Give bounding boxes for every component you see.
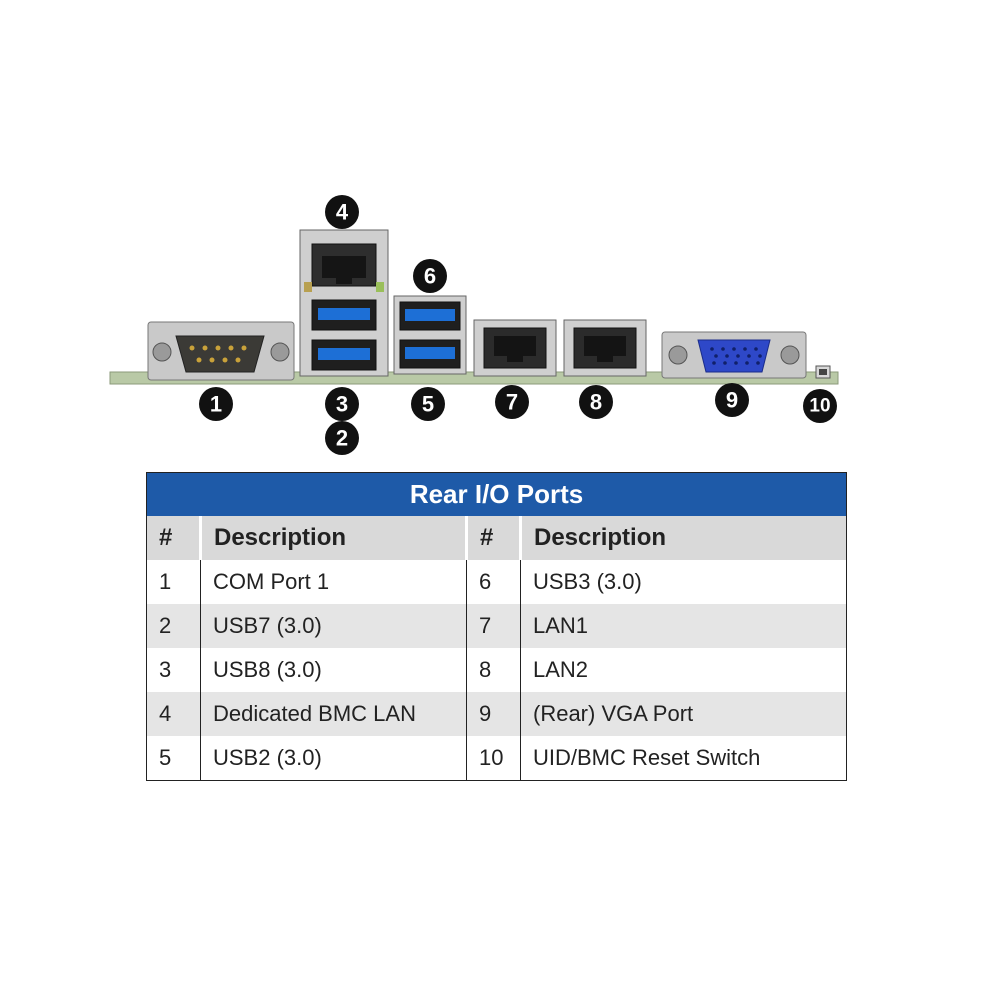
port-description: USB3 (3.0)	[521, 560, 847, 604]
header-description-1: Description	[201, 516, 467, 560]
lan2-port	[564, 320, 646, 376]
callout-8-label: 8	[590, 390, 602, 415]
callout-9-label: 9	[726, 388, 738, 413]
port-number: 10	[467, 736, 521, 781]
usb-stack	[394, 296, 466, 374]
callout-4-label: 4	[336, 200, 349, 225]
table-row: 3 USB8 (3.0) 8 LAN2	[147, 648, 847, 692]
table-title-row: Rear I/O Ports	[147, 473, 847, 517]
port-description: (Rear) VGA Port	[521, 692, 847, 736]
table-row: 2 USB7 (3.0) 7 LAN1	[147, 604, 847, 648]
callout-2: 2	[325, 421, 359, 455]
callout-7: 7	[495, 385, 529, 419]
callout-10: 10	[803, 389, 837, 423]
uid-switch	[816, 366, 830, 378]
callout-5-label: 5	[422, 392, 434, 417]
vga-port	[662, 332, 806, 378]
port-description: Dedicated BMC LAN	[201, 692, 467, 736]
port-number: 3	[147, 648, 201, 692]
callout-1-label: 1	[210, 392, 222, 417]
port-description: LAN1	[521, 604, 847, 648]
port-number: 8	[467, 648, 521, 692]
table-header-row: # Description # Description	[147, 516, 847, 560]
port-number: 1	[147, 560, 201, 604]
rear-io-diagram: 1 2 3 4 5 6 7 8 9 10	[0, 0, 1000, 470]
port-number: 2	[147, 604, 201, 648]
port-number: 6	[467, 560, 521, 604]
callout-5: 5	[411, 387, 445, 421]
port-number: 7	[467, 604, 521, 648]
callout-6-label: 6	[424, 264, 436, 289]
port-description: USB8 (3.0)	[201, 648, 467, 692]
callout-2-label: 2	[336, 426, 348, 451]
port-description: COM Port 1	[201, 560, 467, 604]
callout-1: 1	[199, 387, 233, 421]
lan1-port	[474, 320, 556, 376]
rear-io-table: Rear I/O Ports # Description # Descripti…	[146, 472, 847, 781]
port-description: LAN2	[521, 648, 847, 692]
table-row: 1 COM Port 1 6 USB3 (3.0)	[147, 560, 847, 604]
header-number-2: #	[467, 516, 521, 560]
callout-8: 8	[579, 385, 613, 419]
port-number: 4	[147, 692, 201, 736]
port-number: 5	[147, 736, 201, 781]
table-row: 4 Dedicated BMC LAN 9 (Rear) VGA Port	[147, 692, 847, 736]
port-number: 9	[467, 692, 521, 736]
bmc-lan-usb-stack	[300, 230, 388, 376]
port-description: UID/BMC Reset Switch	[521, 736, 847, 781]
callout-4: 4	[325, 195, 359, 229]
callout-10-label: 10	[809, 396, 830, 417]
callout-6: 6	[413, 259, 447, 293]
table-row: 5 USB2 (3.0) 10 UID/BMC Reset Switch	[147, 736, 847, 781]
com-port	[148, 322, 294, 380]
callout-7-label: 7	[506, 390, 518, 415]
port-description: USB7 (3.0)	[201, 604, 467, 648]
callout-3: 3	[325, 387, 359, 421]
header-description-2: Description	[521, 516, 847, 560]
port-description: USB2 (3.0)	[201, 736, 467, 781]
header-number-1: #	[147, 516, 201, 560]
callout-3-label: 3	[336, 392, 348, 417]
callout-9: 9	[715, 383, 749, 417]
table-title: Rear I/O Ports	[147, 473, 847, 517]
